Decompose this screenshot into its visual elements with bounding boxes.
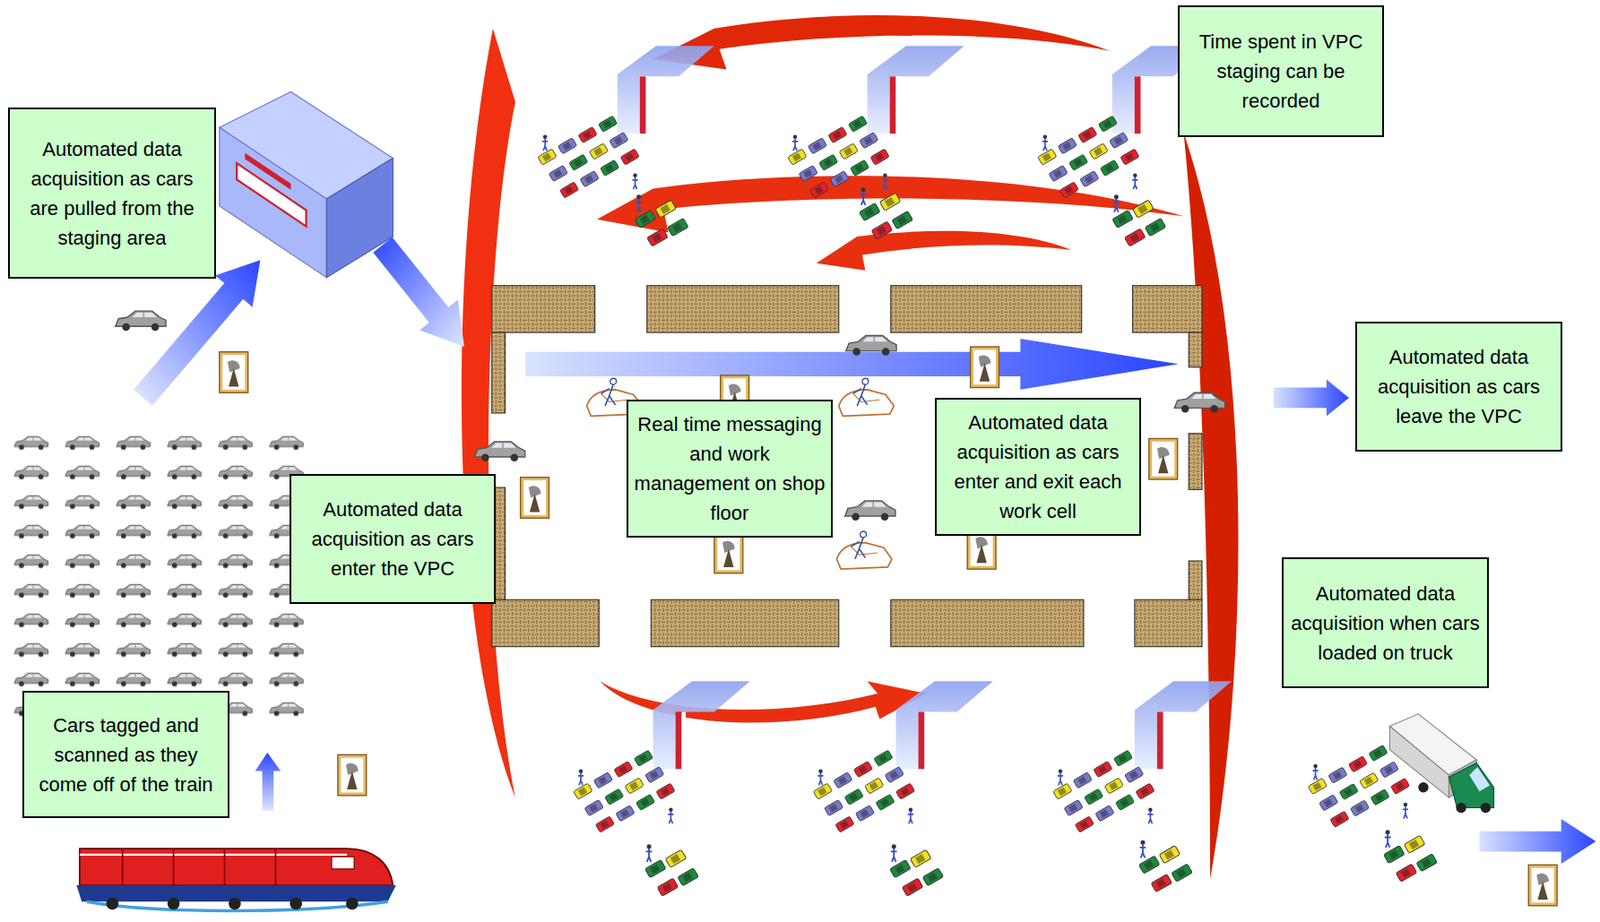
- callout-text: Automated data acquisition as cars leave…: [1362, 342, 1556, 432]
- callout-text: Cars tagged and scanned as they come off…: [29, 710, 223, 800]
- train: [76, 848, 396, 911]
- callout-box: Time spent in VPC staging can be recorde…: [1177, 5, 1384, 138]
- staging-warehouse: [219, 91, 394, 277]
- flow-arrow: [1273, 379, 1350, 416]
- flow-arc: [653, 15, 1111, 70]
- callout-text: Automated data acquisition as cars enter…: [296, 494, 489, 584]
- callout-box: Real time messaging and work management …: [626, 399, 833, 538]
- flow-arrow: [372, 237, 465, 347]
- flow-arrow: [1479, 819, 1597, 865]
- callout-text: Automated data acquisition when cars loa…: [1288, 579, 1482, 668]
- flow-arrow: [255, 752, 281, 812]
- flow-arrow: [133, 259, 260, 407]
- flow-arc: [1183, 132, 1238, 880]
- callout-box: Automated data acquisition when cars loa…: [1281, 557, 1489, 689]
- callout-box: Automated data acquisition as cars are p…: [8, 107, 217, 279]
- car-storage-grid: [8, 428, 314, 725]
- vpc-wall: [492, 285, 1203, 648]
- flow-arc: [599, 681, 926, 723]
- callout-box: Automated data acquisition as cars enter…: [934, 397, 1142, 537]
- callout-box: Automated data acquisition as cars leave…: [1355, 321, 1563, 452]
- callout-box: Cars tagged and scanned as they come off…: [22, 691, 230, 819]
- callout-text: Automated data acquisition as cars enter…: [942, 407, 1134, 527]
- truck: [1389, 714, 1494, 813]
- flow-arc: [816, 231, 1073, 271]
- callout-text: Real time messaging and work management …: [633, 409, 826, 528]
- callout-text: Time spent in VPC staging can be recorde…: [1184, 26, 1377, 116]
- flow-arc: [461, 28, 516, 798]
- callout-box: Automated data acquisition as cars enter…: [289, 474, 496, 605]
- callout-text: Automated data acquisition as cars are p…: [15, 134, 209, 253]
